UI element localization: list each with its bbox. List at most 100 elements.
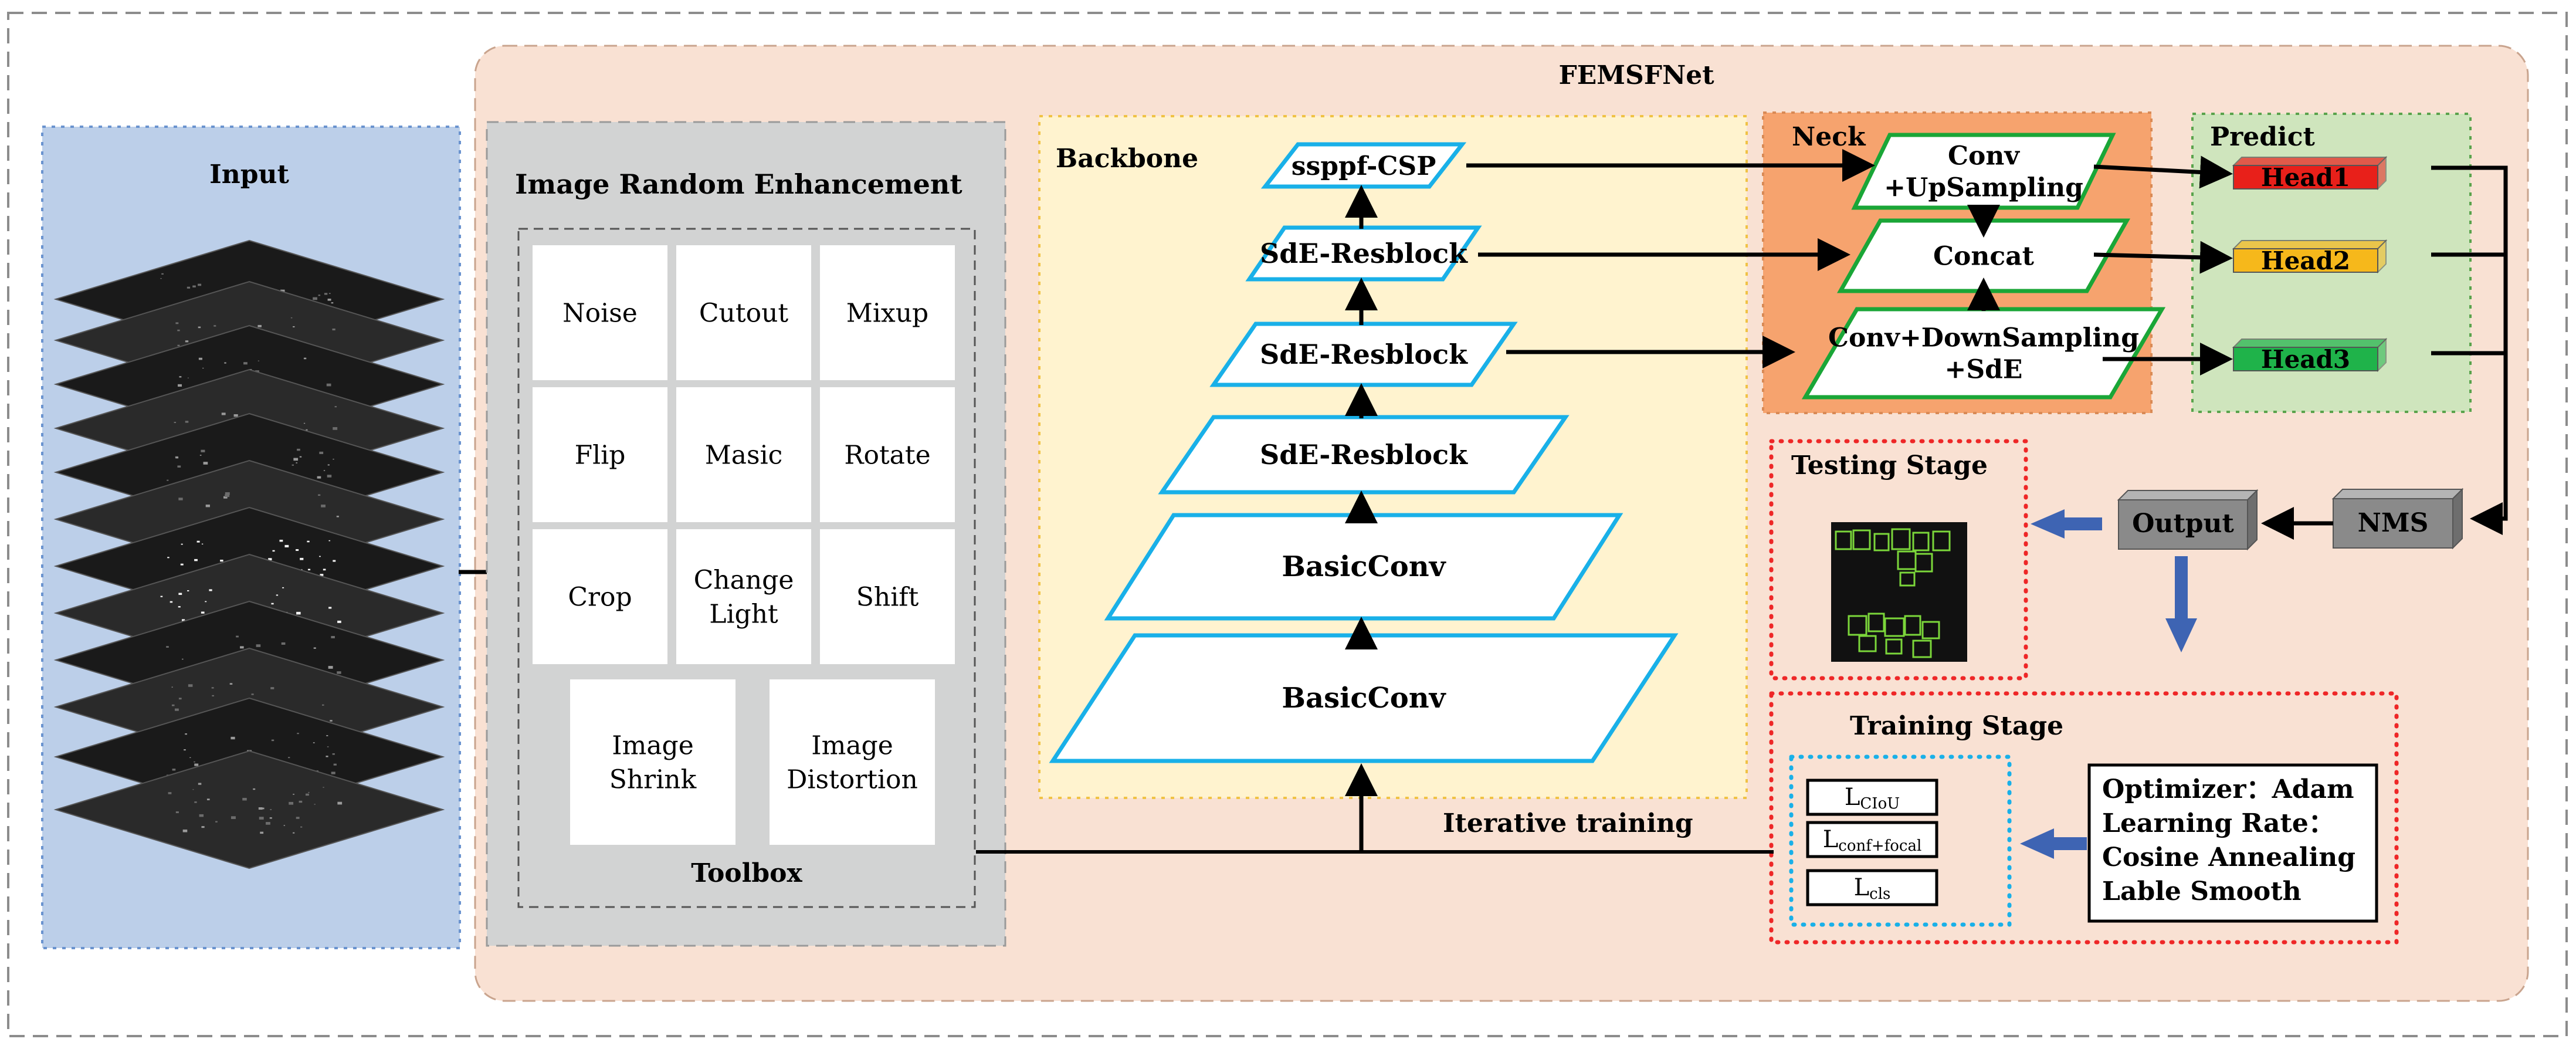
backbone-block: ssppf-CSP xyxy=(1260,142,1467,189)
toolbox-tile-label: Masic xyxy=(705,440,783,470)
loss-group-frame xyxy=(1789,754,2012,927)
detection-box xyxy=(1884,617,1905,637)
neck-block-label: +UpSampling xyxy=(1884,172,2083,202)
toolbox-tile-label: Image xyxy=(612,730,694,760)
arrow-output-to-testing xyxy=(2031,509,2102,539)
toolbox-tile: Mixup xyxy=(820,245,955,380)
neck-block: Conv+DownSampling+SdE xyxy=(1801,307,2166,400)
loss-item: Lcls xyxy=(1806,869,1938,906)
head-label: Head3 xyxy=(2261,345,2350,374)
toolbox-tile: Flip xyxy=(533,387,667,522)
toolbox-label: Toolbox xyxy=(691,858,802,888)
backbone-label: Backbone xyxy=(1056,144,1198,174)
detection-box xyxy=(1891,528,1911,550)
testing-stage-panel xyxy=(1769,439,2028,681)
toolbox-tile-label: Distortion xyxy=(787,764,918,794)
neck-block-label: +SdE xyxy=(1945,354,2023,384)
loss-item: Lconf+focal xyxy=(1806,821,1938,858)
loss-item: LCIoU xyxy=(1806,779,1938,816)
detection-box xyxy=(1912,639,1932,658)
toolbox-tile-label: Shrink xyxy=(609,764,697,794)
toolbox-tile: Cutout xyxy=(676,245,811,380)
training-setting: Cosine Annealing xyxy=(2102,842,2355,872)
head-label: Head1 xyxy=(2261,163,2350,192)
backbone-block-label: BasicConv xyxy=(1282,550,1446,583)
output-label: Output xyxy=(2132,509,2234,539)
enhancement-title: Image Random Enhancement xyxy=(515,168,962,200)
iterative-training-label: Iterative training xyxy=(1443,808,1693,838)
toolbox-frame xyxy=(517,228,976,908)
training-settings-box xyxy=(2087,763,2378,923)
toolbox-tile: Noise xyxy=(533,245,667,380)
testing-result-image xyxy=(1831,522,1967,662)
training-setting: Lable Smooth xyxy=(2102,877,2302,906)
detection-box xyxy=(1885,638,1903,655)
detection-box xyxy=(1858,635,1877,652)
toolbox-tile-label: Rotate xyxy=(844,440,930,470)
arrow-neck-to-head1 xyxy=(2093,155,2233,189)
backbone-block-label: SdE-Resblock xyxy=(1260,339,1468,370)
detection-box xyxy=(1932,530,1951,551)
nms-label: NMS xyxy=(2358,508,2429,538)
detection-box xyxy=(1867,613,1885,632)
toolbox-tile-label: Noise xyxy=(562,298,638,328)
loss-label: Lconf+focal xyxy=(1823,826,1922,855)
head-label: Head2 xyxy=(2261,246,2350,275)
toolbox-tile: Shift xyxy=(820,529,955,664)
nms-box: NMS xyxy=(2331,488,2464,550)
detection-box xyxy=(1835,530,1852,550)
backbone-block-label: ssppf-CSP xyxy=(1292,151,1436,181)
toolbox-tile: Rotate xyxy=(820,387,955,522)
arrow-neck-to-head2 xyxy=(2093,241,2233,274)
detection-box xyxy=(1852,529,1871,550)
detection-box xyxy=(1914,553,1933,573)
training-stage-panel xyxy=(1769,691,2399,945)
arrow-settings-to-losses xyxy=(2020,828,2087,859)
detection-box xyxy=(1912,532,1930,551)
backbone-block-label: SdE-Resblock xyxy=(1260,238,1468,269)
toolbox-tile-label: Mixup xyxy=(846,298,928,328)
detection-box xyxy=(1873,533,1890,551)
femsfnet-title: FEMSFNet xyxy=(1558,60,1714,90)
backbone-block-label: BasicConv xyxy=(1282,682,1446,715)
backbone-block: SdE-Resblock xyxy=(1245,225,1482,282)
training-setting: Optimizer：Adam xyxy=(2102,774,2354,804)
head-box: Head3 xyxy=(2232,337,2388,374)
output-box: Output xyxy=(2117,489,2259,551)
neck-block: Concat xyxy=(1836,218,2131,293)
training-setting: Learning Rate： xyxy=(2102,808,2334,838)
toolbox-tile-label: Change xyxy=(694,565,794,595)
toolbox-tile-label: Flip xyxy=(575,440,626,470)
detection-box xyxy=(1904,615,1921,636)
toolbox-tile-label: Cutout xyxy=(699,298,789,328)
head-box: Head1 xyxy=(2232,155,2388,192)
toolbox-tile: Masic xyxy=(676,387,811,522)
detection-box xyxy=(1848,615,1867,636)
detection-box xyxy=(1899,571,1916,587)
backbone-block: BasicConv xyxy=(1049,633,1679,763)
toolbox-tile-label: Light xyxy=(709,599,778,629)
arrow-heads-to-nms xyxy=(2431,165,2508,535)
neck-blocks: Conv+UpSamplingConcatConv+DownSampling+S… xyxy=(1801,133,2166,400)
toolbox-tile-label: Shift xyxy=(856,582,919,612)
backbone-block-label: SdE-Resblock xyxy=(1260,439,1468,471)
backbone-block: SdE-Resblock xyxy=(1209,322,1518,387)
loss-label: LCIoU xyxy=(1845,784,1900,813)
backbone-blocks: ssppf-CSPSdE-ResblockSdE-ResblockSdE-Res… xyxy=(1049,142,1679,763)
neck-label: Neck xyxy=(1792,122,1866,152)
input-image-layer xyxy=(53,750,445,869)
input-image-stack xyxy=(53,239,445,869)
outer-frame xyxy=(7,12,2568,1037)
training-stage-label: Training Stage xyxy=(1850,711,2063,741)
predict-label: Predict xyxy=(2210,122,2316,152)
detection-box xyxy=(1921,621,1940,639)
backbone-block: SdE-Resblock xyxy=(1158,415,1570,495)
